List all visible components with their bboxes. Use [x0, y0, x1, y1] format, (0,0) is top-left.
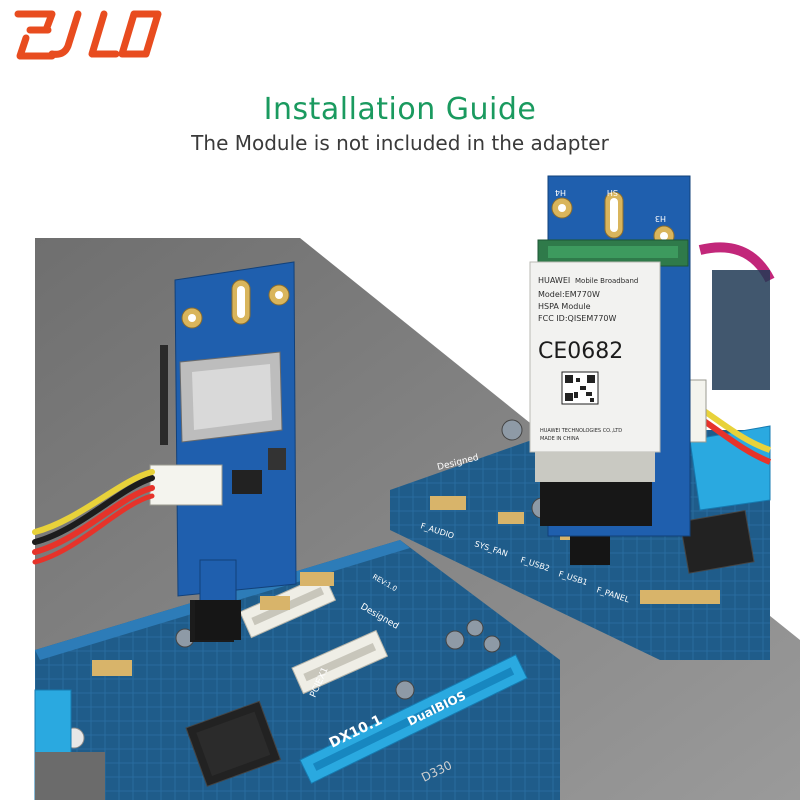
page-title: Installation Guide — [263, 92, 537, 127]
module-origin: MADE IN CHINA — [540, 436, 580, 442]
module-type: HSPA Module — [538, 302, 591, 311]
module-fcc: FCC ID:QISEM770W — [538, 314, 616, 323]
module-label-text: HUAWEI Mobile Broadband Model:EM770W HSP… — [538, 276, 638, 442]
mount-label-h5: SH — [607, 188, 618, 197]
module-maker: HUAWEI TECHNOLOGIES CO.,LTD — [540, 428, 622, 434]
left-adapter-card — [149, 261, 297, 640]
page-subtitle: The Module is not included in the adapte… — [191, 131, 609, 155]
right-adapter-card — [529, 175, 691, 537]
module-ce-mark: CE0682 — [538, 339, 623, 364]
brand-logo — [14, 10, 162, 60]
power-cable — [32, 469, 155, 565]
module-brand-tail: Mobile Broadband — [575, 277, 638, 285]
module-brand: HUAWEI — [538, 276, 570, 285]
module-model: Model:EM770W — [538, 290, 600, 299]
left-motherboard — [34, 540, 560, 800]
mount-label-h3: H3 — [655, 214, 666, 223]
mount-label-h4: H4 — [555, 188, 566, 197]
